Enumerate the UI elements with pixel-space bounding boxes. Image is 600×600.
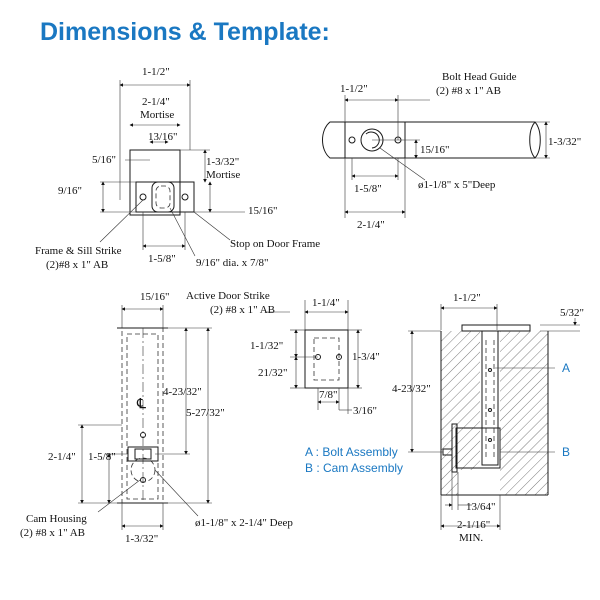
cam-window xyxy=(134,448,152,460)
dim-cam-15-16: 15/16" xyxy=(140,291,170,303)
cam-housing-view: 15/16" ℄ 4-23/32" 5-27/32" 2-1/4" xyxy=(20,291,293,545)
dim-5-16: 5/16" xyxy=(92,154,116,166)
right-hatch xyxy=(500,331,548,495)
legend-b: B : Cam Assembly xyxy=(305,461,403,475)
dim-bolt-1-1-2: 1-1/2" xyxy=(340,83,368,95)
active-door-strike-view: Active Door Strike (2) #8 x 1" AB 1-1/4"… xyxy=(186,290,380,417)
dim-bolt-1-3-32: 1-3/32" xyxy=(548,136,581,148)
centerline-symbol: ℄ xyxy=(136,397,146,412)
dim-bolt-15-16: 15/16" xyxy=(420,144,450,156)
frame-strike-view: 1-1/2" 2-1/4" Mortise 13/16" 5/16" 1-3/3… xyxy=(35,66,320,271)
label-strike-screws: (2)#8 x 1" AB xyxy=(46,259,108,271)
leader-line xyxy=(154,469,199,517)
mortise-label-2: Mortise xyxy=(206,169,240,181)
label-hole-size: 9/16" dia. x 7/8" xyxy=(196,257,269,269)
dim-cam-4-23-32: 4-23/32" xyxy=(163,386,202,398)
strike-plate xyxy=(135,181,195,213)
dim-active-1-1-4: 1-1/4" xyxy=(312,297,340,309)
leader-line xyxy=(99,199,144,243)
dim-bolt-bore: ø1-1/8" x 5"Deep xyxy=(418,179,496,191)
dim-cam-bore: ø1-1/8" x 2-1/4" Deep xyxy=(195,517,293,529)
strike-pocket xyxy=(313,337,340,381)
dim-15-16: 15/16" xyxy=(248,205,278,217)
label-bolt-guide-screws: (2) #8 x 1" AB xyxy=(436,85,501,97)
label-cam-screws: (2) #8 x 1" AB xyxy=(20,527,85,539)
leader-line xyxy=(379,147,426,181)
section-label-b: B xyxy=(562,445,570,459)
dim-13-16: 13/16" xyxy=(148,131,178,143)
screw-hole xyxy=(348,136,356,144)
screw-hole xyxy=(336,354,342,360)
label-active-strike-screws: (2) #8 x 1" AB xyxy=(210,304,275,316)
section-label-a: A xyxy=(562,361,570,375)
mortise-label: Mortise xyxy=(140,109,174,121)
strike-body xyxy=(304,329,349,389)
dim-section-min: MIN. xyxy=(459,532,483,544)
page-title: Dimensions & Template: xyxy=(40,18,330,46)
legend-a: A : Bolt Assembly xyxy=(305,445,398,459)
dim-bolt-2-1-4: 2-1/4" xyxy=(357,219,385,231)
dim-active-7-8: 7/8" xyxy=(319,389,338,401)
dim-1-1-2: 1-1/2" xyxy=(142,66,170,78)
screw-hole xyxy=(140,477,146,483)
hole-hidden xyxy=(155,185,171,209)
dim-active-1-1-32: 1-1/32" xyxy=(250,340,283,352)
bore-detail xyxy=(365,131,380,149)
dim-cam-1-3-32: 1-3/32" xyxy=(125,533,158,545)
dim-2-1-4: 2-1/4" xyxy=(142,96,170,108)
strike-slot xyxy=(151,181,175,213)
dim-cam-5-27-32: 5-27/32" xyxy=(186,407,225,419)
dim-1-5-8: 1-5/8" xyxy=(148,253,176,265)
bolt-head-guide-view: Bolt Head Guide (2) #8 x 1" AB 1-1/2" 15… xyxy=(322,71,581,231)
bolt-assembly xyxy=(481,330,499,466)
screw-hole xyxy=(139,193,147,201)
dim-section-4-23-32: 4-23/32" xyxy=(392,383,431,395)
label-bolt-head-guide: Bolt Head Guide xyxy=(442,71,517,83)
cam-faceplate xyxy=(451,423,458,473)
leader-line xyxy=(193,211,231,241)
bolt-pin xyxy=(488,368,492,372)
dim-section-1-1-2: 1-1/2" xyxy=(453,292,481,304)
legend: A : Bolt Assembly B : Cam Assembly xyxy=(305,445,403,475)
leader-line xyxy=(97,479,141,513)
bolt-pin xyxy=(488,438,492,442)
left-hatch xyxy=(441,331,480,495)
housing-outline xyxy=(121,327,164,504)
label-active-door-strike: Active Door Strike xyxy=(186,290,270,302)
top-plate xyxy=(461,324,531,332)
door-break xyxy=(529,121,536,159)
bolt-pin xyxy=(488,408,492,412)
dim-cam-2-1-4: 2-1/4" xyxy=(48,451,76,463)
housing-inner xyxy=(126,333,159,500)
dim-1-3-32: 1-3/32" xyxy=(206,156,239,168)
dim-section-13-64: 13/64" xyxy=(466,501,496,513)
dim-bolt-1-5-8: 1-5/8" xyxy=(354,183,382,195)
screw-hole xyxy=(140,432,146,438)
dim-section-2-1-16: 2-1/16" xyxy=(457,519,490,531)
cam-assembly xyxy=(455,427,501,469)
dim-section-5-32: 5/32" xyxy=(560,307,584,319)
dim-active-21-32: 21/32" xyxy=(258,367,288,379)
label-frame-sill-strike: Frame & Sill Strike xyxy=(35,245,122,257)
dim-active-3-16: 3/16" xyxy=(353,405,377,417)
dim-9-16: 9/16" xyxy=(58,185,82,197)
section-view: 1-1/2" 5/32" A B 4-23/32" xyxy=(392,292,584,544)
dim-active-1-3-4: 1-3/4" xyxy=(352,351,380,363)
dim-cam-1-5-8: 1-5/8" xyxy=(88,451,116,463)
label-stop-door-frame: Stop on Door Frame xyxy=(230,238,320,250)
label-cam-housing: Cam Housing xyxy=(26,513,87,525)
leader-line xyxy=(169,207,196,257)
screw-hole xyxy=(181,193,189,201)
